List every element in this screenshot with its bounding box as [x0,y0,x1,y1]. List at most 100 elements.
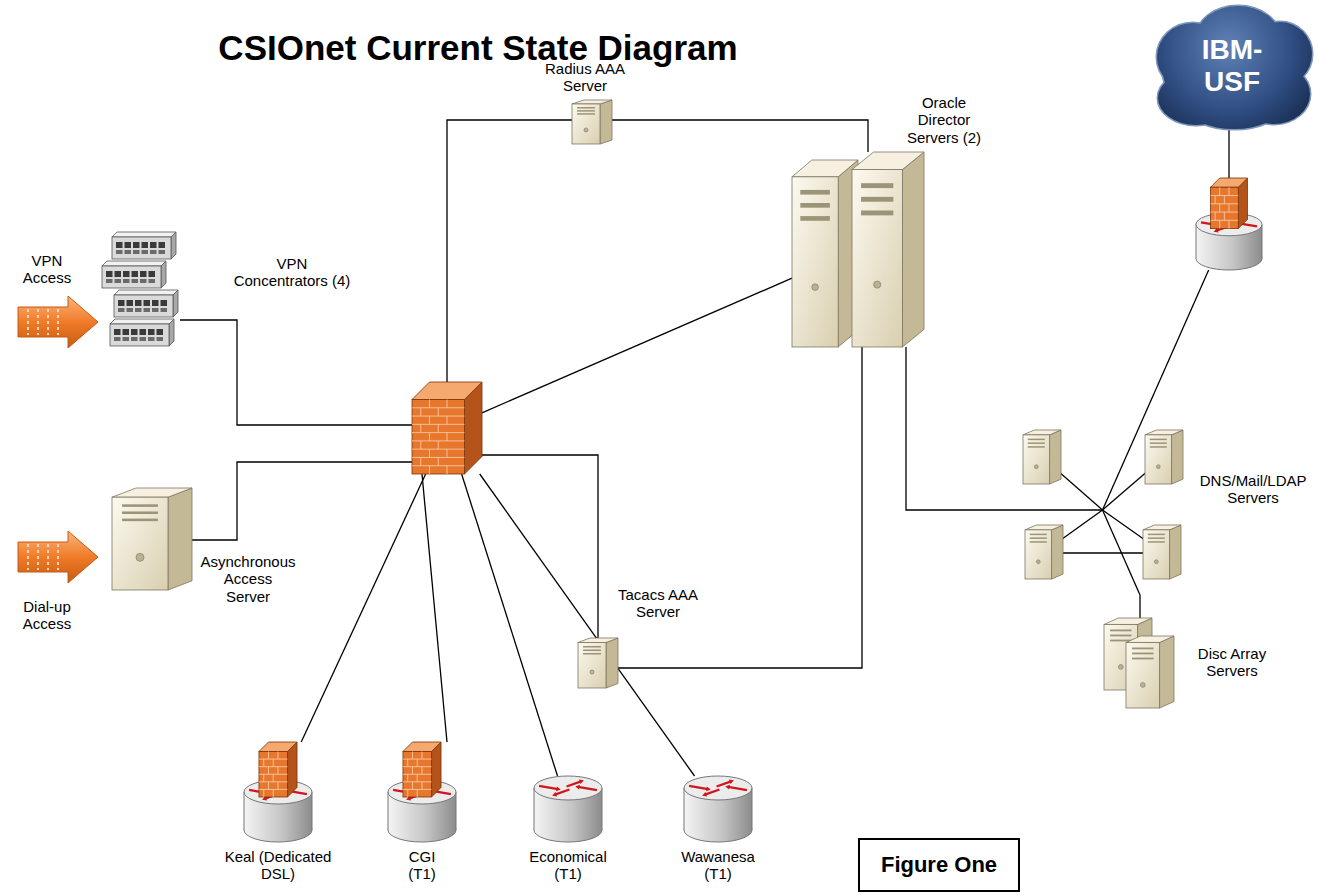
node-icon [1104,618,1176,710]
brick-line [429,449,430,457]
drive-slot [577,113,595,115]
router-arrowhead [729,780,734,785]
brick-line [429,466,430,474]
firewall-top [403,742,441,752]
port [123,279,130,283]
port [142,250,149,254]
brick-line [278,767,279,775]
server-icon [1126,636,1174,708]
port [142,242,149,248]
node-icon [792,152,924,347]
server-top [1104,618,1152,624]
port [140,329,147,335]
router-edge [684,788,685,830]
brick-line [1224,196,1225,204]
brick-line [447,400,448,408]
node-label: CGI (T1) [408,848,436,883]
brick-line [417,789,418,797]
port [159,250,166,254]
server-front [112,497,168,590]
router-edge [1262,224,1263,258]
server-icon [1023,430,1061,484]
network-link [612,120,868,152]
port [140,271,147,277]
directory-server-node: Oracle Director Servers (2) [792,152,924,347]
brick-line [1229,220,1230,228]
server-top [1126,636,1174,642]
firewall-top [1211,178,1248,187]
drive-slot [800,203,830,208]
unit-front [110,324,169,346]
server-top [112,488,192,497]
network-link [180,320,412,425]
drive-slot [800,216,830,221]
router-icon [244,780,312,842]
drive-slot [1132,653,1154,655]
network-link [482,455,598,638]
drive-slot [583,646,601,648]
brick-line [438,424,439,432]
server-icon [578,638,618,688]
port [132,279,139,283]
router-top [684,776,752,800]
router-arrow [555,790,570,795]
network-link [482,278,792,413]
port [144,300,151,306]
node-icon [388,742,456,842]
brick-line [438,441,439,449]
brick-line [429,433,430,441]
port [152,308,159,312]
arrow-stripes [28,309,58,335]
router-edge [456,792,457,830]
port [157,329,164,335]
power-light [584,128,588,132]
port [127,300,134,306]
drive-slot [1132,658,1154,660]
server-top [1025,525,1063,530]
drive-slot [122,504,158,507]
port [123,271,130,277]
node-icon [112,488,192,590]
node-icon [100,232,180,347]
drive-slot [861,211,893,216]
router-arrow [567,781,582,786]
port [131,337,138,341]
network-link [422,474,447,742]
brick-line [1224,212,1225,220]
server-top [1023,430,1061,435]
port [118,308,125,312]
server-side [600,100,612,144]
node-label: Wawanesa (T1) [681,848,755,883]
disc-array-node: Disc Array Servers [1104,618,1176,710]
drive-slot [1110,635,1132,637]
router-node: Wawanesa (T1) [684,776,752,842]
brick-line [278,782,279,790]
drive-slot [1030,537,1047,539]
brick-line [1229,204,1230,212]
drive-slot [1028,442,1045,444]
server-top [792,160,858,177]
brick-line [407,759,408,767]
server-top [1145,430,1183,435]
drive-slot [800,190,830,195]
port [149,271,156,277]
node-label: Tacacs AAA Server [611,586,705,621]
port [106,271,113,277]
router-arrowhead [556,786,561,791]
port [125,250,132,254]
port [118,300,125,306]
vpn-access-arrow [18,296,98,348]
port [123,329,130,335]
network-link [301,474,425,742]
server-side [902,152,924,347]
concentrator-unit [114,290,178,317]
port [148,337,155,341]
concentrator-unit [110,319,174,346]
drive-slot [1150,446,1167,448]
firewall-front [1211,187,1239,228]
network-link [1140,270,1209,425]
firewall-icon [403,742,441,797]
router-arrow [578,787,597,790]
server-icon [852,152,924,347]
